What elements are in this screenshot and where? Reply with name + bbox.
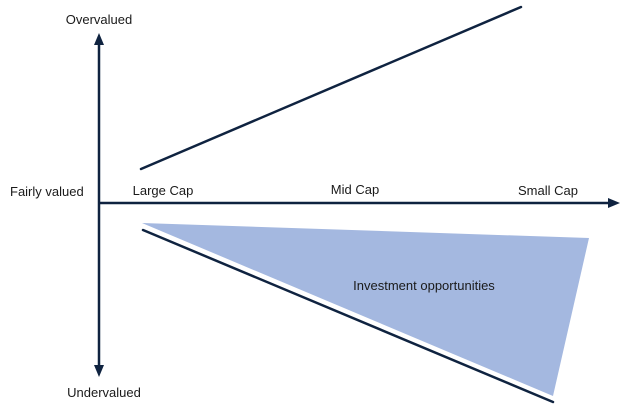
investment-opportunities-region: [142, 223, 589, 396]
overvalued-label: Overvalued: [66, 12, 132, 27]
horizontal-axis: [99, 198, 620, 208]
horizontal-axis-arrowhead: [608, 198, 620, 208]
vertical-axis: [94, 33, 104, 377]
investment-opportunities-label: Investment opportunities: [353, 278, 495, 293]
undervalued-label: Undervalued: [67, 385, 141, 400]
fairly-valued-label: Fairly valued: [10, 184, 84, 199]
undervalued-trend-line: [141, 228, 555, 404]
vertical-axis-up-arrowhead: [94, 33, 104, 45]
mid-cap-label: Mid Cap: [331, 182, 379, 197]
overvalued-trend-line: [139, 5, 523, 171]
vertical-axis-down-arrowhead: [94, 365, 104, 377]
large-cap-label: Large Cap: [133, 183, 194, 198]
small-cap-label: Small Cap: [518, 183, 578, 198]
